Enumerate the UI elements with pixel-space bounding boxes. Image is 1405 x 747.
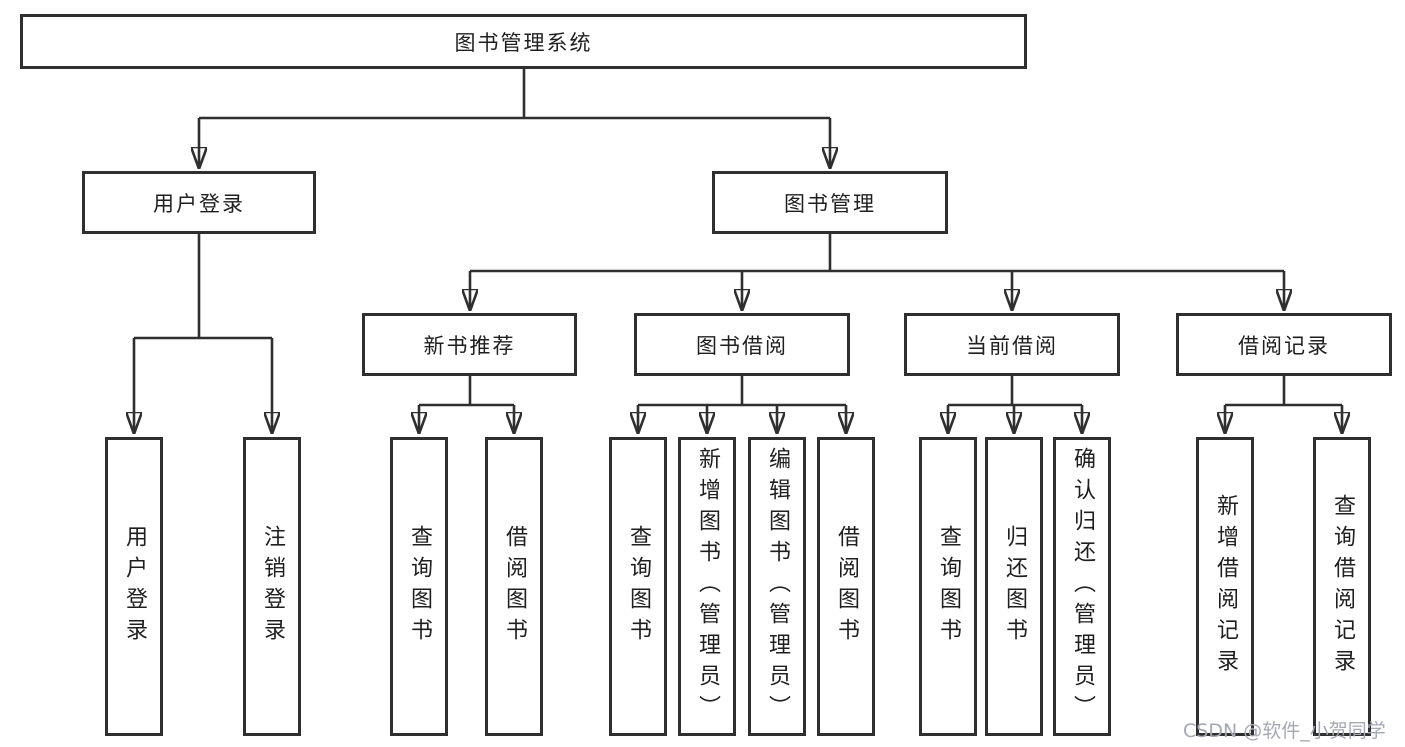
leaf-return-book: 归还图书 [985, 437, 1043, 736]
leaf-borrow-book: 借阅图书 [817, 437, 875, 736]
leaf-user-login: 用户登录 [105, 437, 163, 736]
leaf-add-borrow-record: 新增借阅记录 [1196, 437, 1254, 736]
leaf-query-book-borrowing: 查询图书 [609, 437, 667, 736]
leaf-query-book-current: 查询图书 [919, 437, 977, 736]
leaf-add-book-admin: 新增图书（管理员） [678, 437, 736, 736]
leaf-logout: 注销登录 [243, 437, 301, 736]
node-root: 图书管理系统 [20, 14, 1027, 69]
leaf-query-borrow-record: 查询借阅记录 [1313, 437, 1371, 736]
leaf-borrow-book-recommend: 借阅图书 [485, 437, 543, 736]
node-user-login: 用户登录 [82, 171, 316, 234]
leaf-edit-book-admin: 编辑图书（管理员） [748, 437, 806, 736]
csdn-watermark: CSDN @软件_小贺同学 [1183, 720, 1386, 742]
node-borrowing-records: 借阅记录 [1176, 313, 1392, 376]
node-book-borrowing: 图书借阅 [634, 313, 850, 376]
node-book-management: 图书管理 [712, 171, 948, 234]
node-new-book-recommend: 新书推荐 [362, 313, 577, 376]
leaf-query-book-recommend: 查询图书 [390, 437, 448, 736]
node-current-borrowing: 当前借阅 [904, 313, 1120, 376]
leaf-confirm-return-admin: 确认归还（管理员） [1053, 437, 1111, 736]
